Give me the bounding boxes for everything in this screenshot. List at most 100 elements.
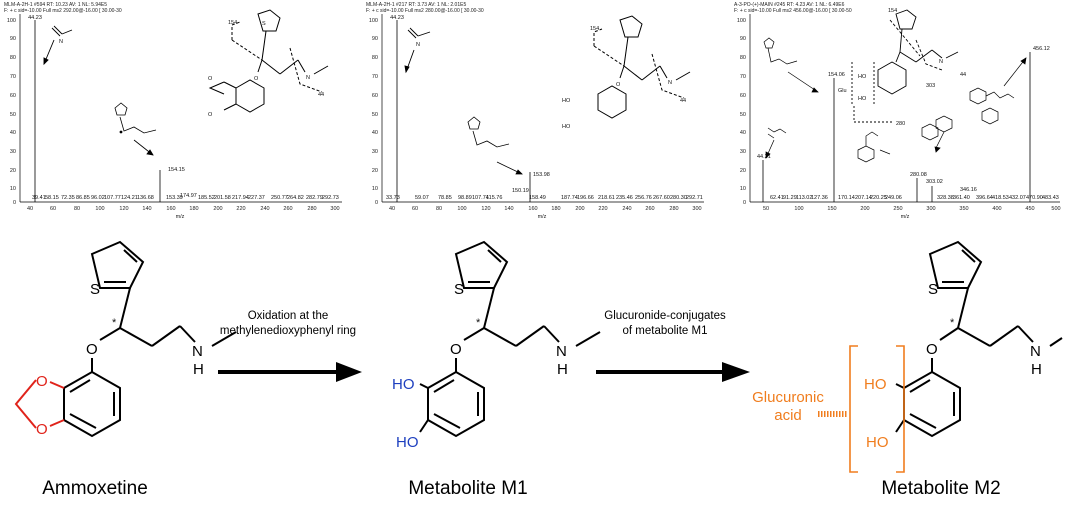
peak-label: 107.74 [472,195,489,201]
x-tick: 100 [794,206,803,212]
peak-label: 185.52 [198,195,215,201]
x-tick: 40 [389,206,395,212]
x-tick: 300 [330,206,339,212]
x-tick: 180 [551,206,560,212]
fragment-label-154: 154 [888,8,897,14]
step-2-label-line1: Glucuronide-conjugates [604,310,726,322]
peak-label: 235.46 [616,195,633,201]
y-tick: 30 [372,149,378,155]
peak-label: 432.07 [1009,195,1026,201]
peak-label: 107.77 [104,195,121,201]
peak-label: 456.12 [1033,46,1050,52]
peak-label: 483.43 [1042,195,1059,201]
glucuronic-acid-label: acid [774,407,802,424]
y-tick: 100 [369,18,378,24]
fragment-label-44: 44 [960,72,966,78]
peak-label: 418.53 [992,195,1009,201]
peak-label: 136.68 [137,195,154,201]
scheme-svg: S * N H O O O Ammoxetine Oxidation at th… [14,240,1063,499]
peak-label: 280.08 [910,172,927,178]
peak-label: 72.35 [61,195,75,201]
x-tick: 400 [992,206,1001,212]
amine-h-label: H [557,361,568,378]
fragment-44-structure: N [43,25,73,66]
hydroxyl-label: HO [392,376,415,393]
peak-label: 250.77 [271,195,288,201]
amine-n-label: N [556,343,567,360]
peak-label: 264.82 [287,195,304,201]
peak-label: 217.94 [232,195,249,201]
y-tick: 60 [740,93,746,99]
peak-label: 44.23 [390,15,404,21]
y-tick: 40 [372,130,378,136]
spectrum-header: MLM-A-2H-1 #217 RT: 3.73 AV: 1 NL: 2.01E… [366,2,466,8]
y-tick: 90 [10,36,16,42]
peak-label: 44.23 [28,15,42,21]
peak-label: 249.06 [885,195,902,201]
dioxole-o: O [208,76,213,82]
m1-hydroxyl-groups: HO HO [392,376,419,451]
x-tick: 140 [142,206,151,212]
peak-label: 328.38 [937,195,954,201]
glu-label: Glu [838,88,847,94]
x-tick: 300 [692,206,701,212]
spectrum-2-svg: MLM-A-2H-1 #217 RT: 3.73 AV: 1 NL: 2.01E… [366,2,704,220]
hydroxyl-label: HO [864,376,887,393]
x-tick: 260 [283,206,292,212]
x-tick: 280 [669,206,678,212]
peak-label: 187.74 [561,195,578,201]
amine-h-label: H [1031,361,1042,378]
x-axis-label: m/z [176,214,185,220]
fragment-charge: N [59,39,63,45]
x-tick: 350 [959,206,968,212]
compound-name-ammoxetine: Ammoxetine [42,478,148,499]
peak-label: 218.61 [598,195,615,201]
reaction-arrow-1 [218,362,362,382]
y-tick: 20 [10,168,16,174]
fragment-label-303: 303 [926,83,935,89]
y-tick: 60 [10,93,16,99]
peak-label: 59.07 [415,195,429,201]
x-tick: 300 [926,206,935,212]
peak-label: 44.21 [757,154,771,160]
fragment-154-structure [467,116,523,175]
spectrum-panel-3: A-3-PO-(+)-MAIN #245 RT: 4.23 AV: 1 NL: … [730,0,1065,222]
peak-label: 154.15 [168,167,185,173]
spectrum-header: MLM-A-2H-1 #594 RT: 10.23 AV: 1 NL: 5.94… [4,2,107,8]
x-tick: 40 [27,206,33,212]
x-tick: 60 [412,206,418,212]
x-tick: 160 [528,206,537,212]
y-tick: 50 [740,112,746,118]
step-1-label-line1: Oxidation at the [248,310,329,322]
peak-label: 98.89 [458,195,472,201]
ammoxetine-structure: S * N H O [63,240,237,438]
peak-label: 220.25 [870,195,887,201]
chiral-star: * [950,317,955,329]
compound-name-m2: Metabolite M2 [881,478,1000,499]
y-tick: 50 [10,112,16,118]
thiophene-s: S [262,21,266,27]
y-tick: 0 [13,200,16,206]
spectrum-3-svg: A-3-PO-(+)-MAIN #245 RT: 4.23 AV: 1 NL: … [734,2,1061,220]
m1-structure-small: N O HO HO 154 44 [562,15,691,130]
peak-label: 158.49 [529,195,546,201]
hydroxyl-label: HO [858,96,867,102]
bracket-right [896,345,905,473]
x-axis-label: m/z [538,214,547,220]
peak-label: 153.39 [166,195,183,201]
hydroxyl-label: HO [562,124,571,130]
x-tick: 50 [763,206,769,212]
baseline-peak-labels: 62.41 91.29 113.02 127.36 170.14 207.14 … [770,195,1059,201]
ether-o: O [254,76,259,82]
y-tick: 70 [372,74,378,80]
peak-label: 346.16 [960,187,977,193]
y-tick: 80 [372,55,378,61]
peak-label: 280.30 [670,195,687,201]
x-tick: 450 [1025,206,1034,212]
thiophene-s-label: S [454,281,464,298]
x-tick: 160 [166,206,175,212]
m2-structure-small: N HO HO Glu 154 303 44 280 [838,8,966,127]
y-tick: 30 [740,149,746,155]
peak-label: 201.58 [214,195,231,201]
peak-label: 39.41 [32,195,46,201]
